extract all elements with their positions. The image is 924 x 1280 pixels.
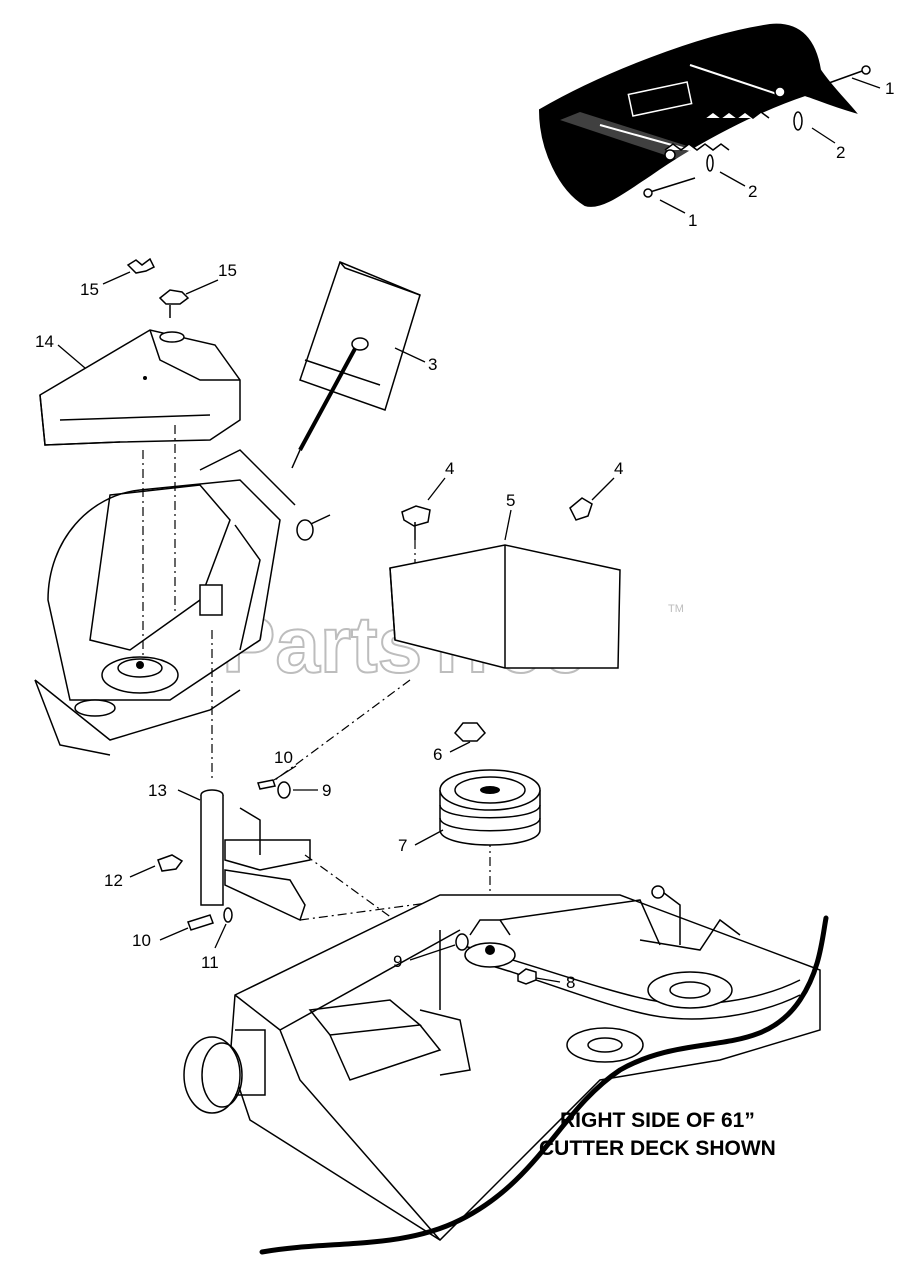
cotter-pin-lower bbox=[706, 154, 714, 172]
callout-9-upper: 9 bbox=[322, 781, 331, 800]
washer-9-lower bbox=[455, 933, 469, 951]
hinge-rod-upper bbox=[814, 65, 871, 89]
nut-8 bbox=[517, 968, 537, 985]
belt-cover-14 bbox=[39, 329, 241, 446]
callout-4-right: 4 bbox=[614, 459, 623, 478]
knob-15-right bbox=[158, 289, 190, 318]
callout-10-upper: 10 bbox=[274, 748, 293, 767]
watermark-trademark: TM bbox=[668, 603, 684, 615]
belt-shield-5 bbox=[389, 544, 621, 669]
knob-4-left bbox=[401, 505, 431, 540]
callout-8: 8 bbox=[566, 973, 575, 992]
washer-9-upper bbox=[277, 781, 291, 799]
callout-10-lower: 10 bbox=[132, 931, 151, 950]
idler-arm-13 bbox=[200, 789, 224, 906]
callout-9-lower: 9 bbox=[393, 952, 402, 971]
callout-13: 13 bbox=[148, 781, 167, 800]
washer-11 bbox=[223, 907, 233, 923]
guard-assembly-3 bbox=[291, 261, 421, 469]
callout-7: 7 bbox=[398, 836, 407, 855]
callout-2-lower: 2 bbox=[748, 182, 757, 201]
cutaway-break-line bbox=[259, 915, 829, 1255]
nut-12 bbox=[157, 854, 184, 872]
callout-5: 5 bbox=[506, 491, 515, 510]
knob-15-left bbox=[126, 257, 156, 274]
caption-line-2: CUTTER DECK SHOWN bbox=[539, 1137, 776, 1160]
callout-1-upper: 1 bbox=[885, 79, 894, 98]
caption-line-1: RIGHT SIDE OF 61” bbox=[560, 1109, 755, 1132]
spindle-housing-assembly bbox=[34, 449, 296, 756]
callout-6: 6 bbox=[433, 745, 442, 764]
hinge-rod-lower bbox=[643, 177, 696, 198]
bolt-10-upper bbox=[257, 779, 276, 790]
callout-1-lower: 1 bbox=[688, 211, 697, 230]
callout-2-upper: 2 bbox=[836, 143, 845, 162]
knob-4-right bbox=[569, 497, 593, 521]
callout-15-right: 15 bbox=[218, 261, 237, 280]
bolt-10-lower bbox=[187, 914, 214, 931]
callout-14: 14 bbox=[35, 332, 54, 351]
nut-6 bbox=[453, 722, 487, 742]
cutter-deck bbox=[229, 885, 821, 1241]
bracket-plate bbox=[224, 807, 311, 922]
callout-3: 3 bbox=[428, 355, 437, 374]
callout-11: 11 bbox=[201, 953, 219, 972]
cotter-pin-upper bbox=[793, 111, 803, 131]
deflector-chute-drawing bbox=[538, 23, 858, 207]
pulley-7 bbox=[439, 769, 541, 846]
callout-15-left: 15 bbox=[80, 280, 99, 299]
pivot-bolt bbox=[296, 514, 331, 541]
callout-12: 12 bbox=[104, 871, 123, 890]
callout-4-left: 4 bbox=[445, 459, 454, 478]
deck-wheel bbox=[183, 1029, 266, 1114]
